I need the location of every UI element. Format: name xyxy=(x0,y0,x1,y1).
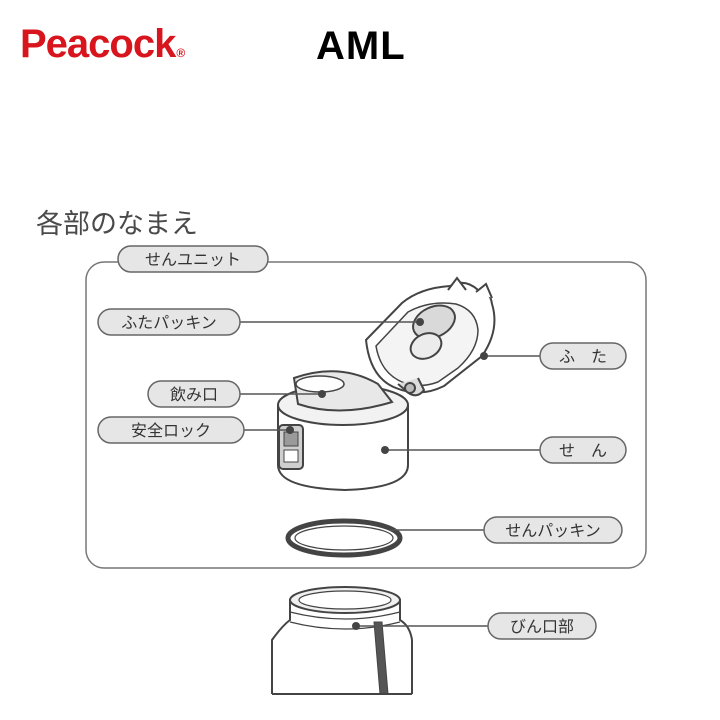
leader-lines xyxy=(238,321,540,627)
label-stopper-packing: せんパッキン xyxy=(483,516,623,544)
unit-frame xyxy=(85,261,647,569)
registered-mark: ® xyxy=(176,46,185,60)
label-stopper: せ ん xyxy=(539,436,627,464)
svg-text:ふ た: ふ た xyxy=(559,347,607,366)
label-bottle-mouth: びん口部 xyxy=(487,612,597,640)
svg-text:飲み口: 飲み口 xyxy=(170,385,218,404)
svg-text:安全ロック: 安全ロック xyxy=(131,421,211,440)
section-title: 各部のなまえ xyxy=(36,209,198,240)
label-lid-packing: ふたパッキン xyxy=(97,308,241,336)
svg-text:ふたパッキン: ふたパッキン xyxy=(121,313,217,332)
brand-name: Peacock xyxy=(20,22,176,66)
svg-text:せんユニット: せんユニット xyxy=(145,250,241,269)
stopper-illustration xyxy=(277,370,409,492)
label-lid: ふ た xyxy=(539,342,627,370)
label-spout: 飲み口 xyxy=(147,380,241,408)
bottle-illustration xyxy=(271,586,413,695)
label-unit: せんユニット xyxy=(117,245,269,273)
svg-text:びん口部: びん口部 xyxy=(510,617,574,636)
model-name: AML xyxy=(316,24,406,68)
svg-text:せんパッキン: せんパッキン xyxy=(505,521,601,540)
leader-dots xyxy=(286,318,488,630)
lid-illustration xyxy=(364,276,496,397)
label-safety-lock: 安全ロック xyxy=(97,416,245,444)
packing-ring-illustration xyxy=(285,518,403,558)
brand-logo: Peacock® xyxy=(20,22,185,67)
svg-text:せ ん: せ ん xyxy=(559,441,607,460)
